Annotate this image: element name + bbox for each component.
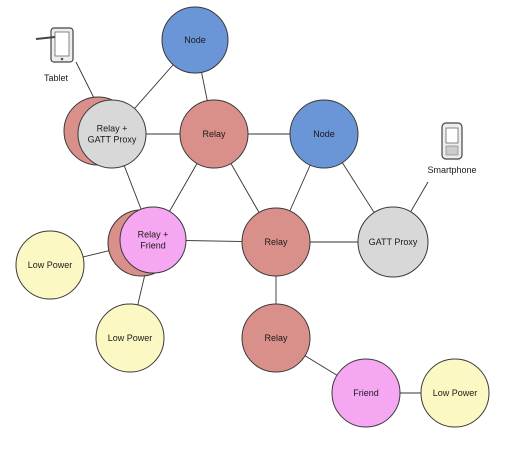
node-label: Relay xyxy=(264,237,288,247)
mesh-node-relay_center: Relay xyxy=(179,99,249,169)
node-circle xyxy=(77,99,147,169)
node-label: Relay xyxy=(202,129,226,139)
mesh-node-node_top: Node xyxy=(161,6,229,74)
node-circle xyxy=(420,358,490,428)
node-label: Low Power xyxy=(108,333,153,343)
mesh-node-relay_gatt: Relay +GATT Proxy xyxy=(63,96,147,169)
node-label: Node xyxy=(313,129,335,139)
mesh-node-node_right: Node xyxy=(289,99,359,169)
node-circle xyxy=(119,206,187,274)
node-label: GATT Proxy xyxy=(369,237,418,247)
mesh-node-low_power_right: Low Power xyxy=(420,358,490,428)
device-label-smartphone: Smartphone xyxy=(427,165,476,175)
node-label: Friend xyxy=(140,241,166,251)
mesh-node-gatt_proxy: GATT Proxy xyxy=(357,206,429,278)
device-label-tablet: Tablet xyxy=(44,73,69,83)
node-circle xyxy=(331,358,401,428)
tablet-icon xyxy=(35,27,74,63)
mesh-node-low_power_left: Low Power xyxy=(15,230,85,300)
node-label: Friend xyxy=(353,388,379,398)
node-label: Low Power xyxy=(433,388,478,398)
mesh-node-relay_bottom: Relay xyxy=(241,303,311,373)
node-circle xyxy=(357,206,429,278)
mesh-node-friend: Friend xyxy=(331,358,401,428)
node-label: Low Power xyxy=(28,260,73,270)
mesh-node-relay_friend: Relay +Friend xyxy=(107,206,187,277)
smartphone-icon xyxy=(441,122,463,160)
node-circle xyxy=(95,303,165,373)
node-circle xyxy=(161,6,229,74)
node-label: Relay + xyxy=(97,124,128,134)
node-circle xyxy=(179,99,249,169)
node-circle xyxy=(15,230,85,300)
mesh-node-relay_mid: Relay xyxy=(241,207,311,277)
node-circle xyxy=(289,99,359,169)
node-label: GATT Proxy xyxy=(88,135,137,145)
node-label: Relay xyxy=(264,333,288,343)
mesh-node-low_power_bottom: Low Power xyxy=(95,303,165,373)
node-circle xyxy=(241,303,311,373)
node-circle xyxy=(241,207,311,277)
node-label: Relay + xyxy=(138,230,169,240)
node-label: Node xyxy=(184,35,206,45)
